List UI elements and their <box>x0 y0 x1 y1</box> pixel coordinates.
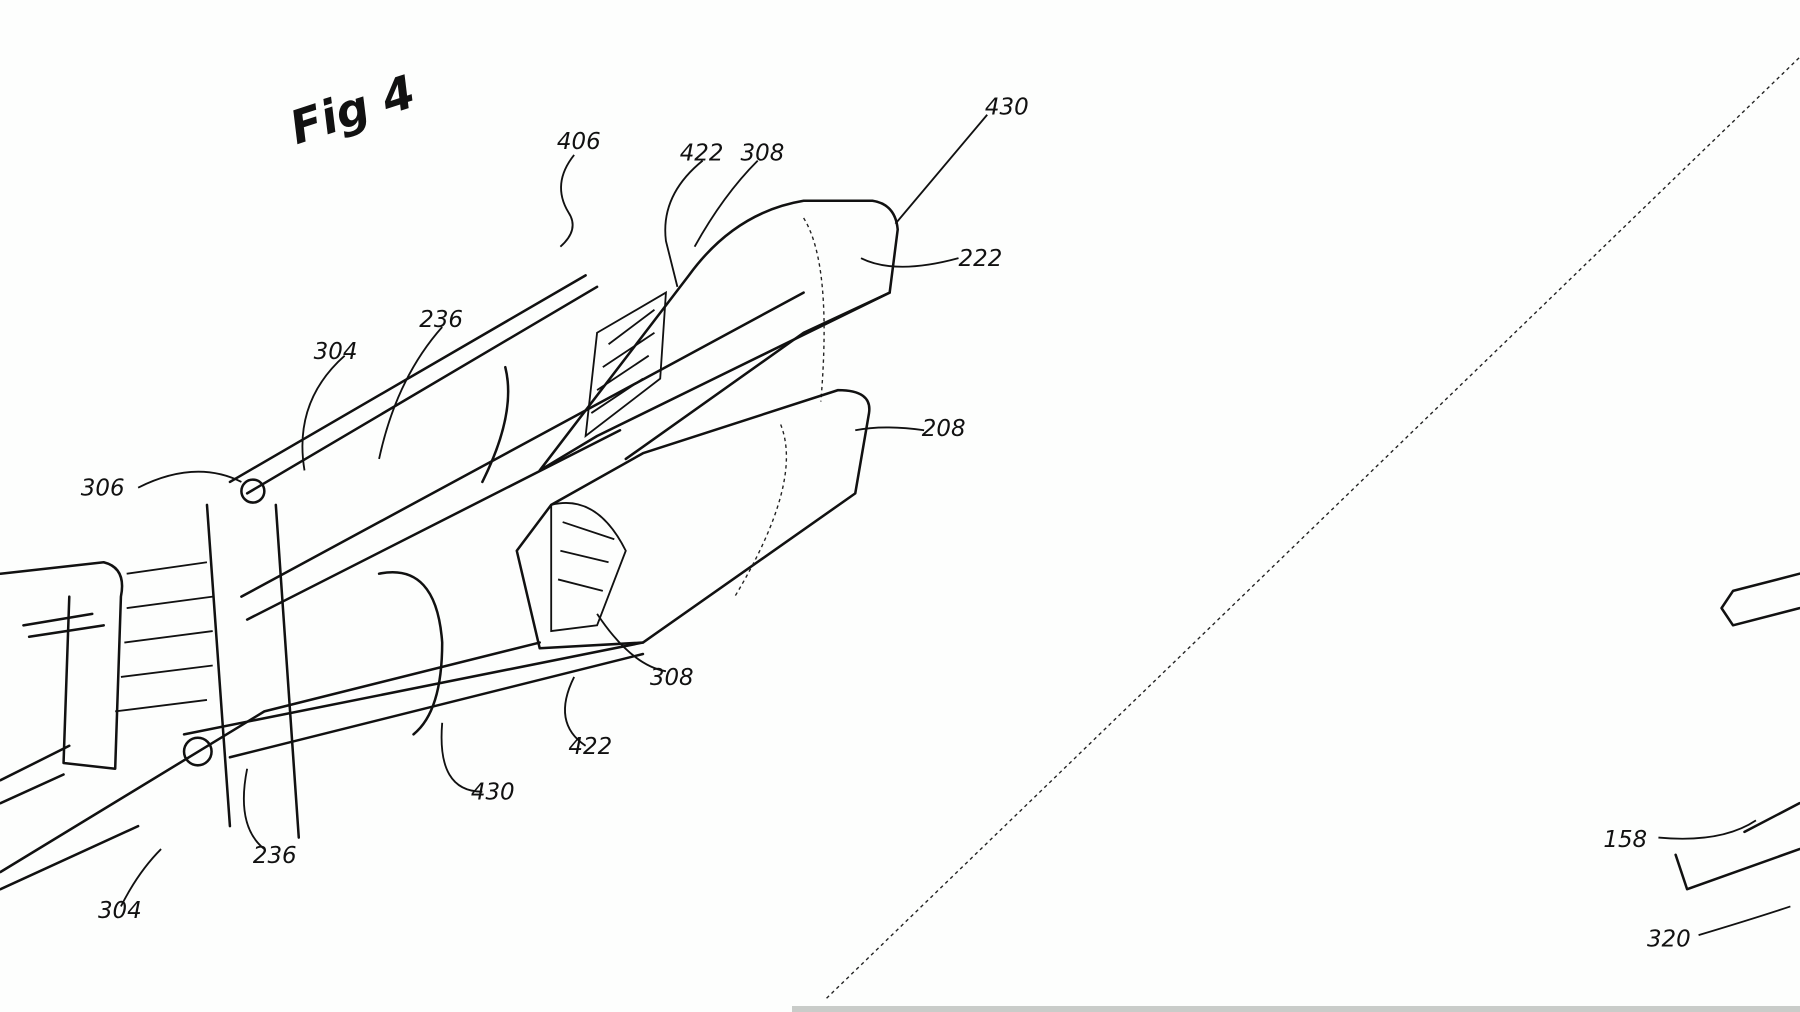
ref-406: 406 <box>557 129 601 155</box>
ref-308-lower: 308 <box>650 665 694 691</box>
ref-208: 208 <box>922 416 966 442</box>
ref-422-lower: 422 <box>568 734 612 760</box>
ref-430: 430 <box>985 95 1029 121</box>
ref-304-lower: 304 <box>98 898 142 924</box>
figure-title: Fig 4 <box>283 64 421 155</box>
ref-306: 306 <box>81 476 125 502</box>
ref-308: 308 <box>741 141 785 167</box>
ref-236-lower: 236 <box>253 843 297 869</box>
ref-430-lower: 430 <box>471 780 515 806</box>
ref-422: 422 <box>680 141 724 167</box>
bottom-edge-strip <box>792 1006 1800 1012</box>
ref-320: 320 <box>1647 927 1691 953</box>
reference-numerals: 406 422 308 430 222 304 236 306 208 308 … <box>81 95 1691 953</box>
ref-158: 158 <box>1603 827 1647 853</box>
ref-222: 222 <box>959 246 1003 272</box>
ref-304: 304 <box>314 339 358 365</box>
drawing-lines <box>0 56 1800 999</box>
ref-236: 236 <box>419 307 463 333</box>
